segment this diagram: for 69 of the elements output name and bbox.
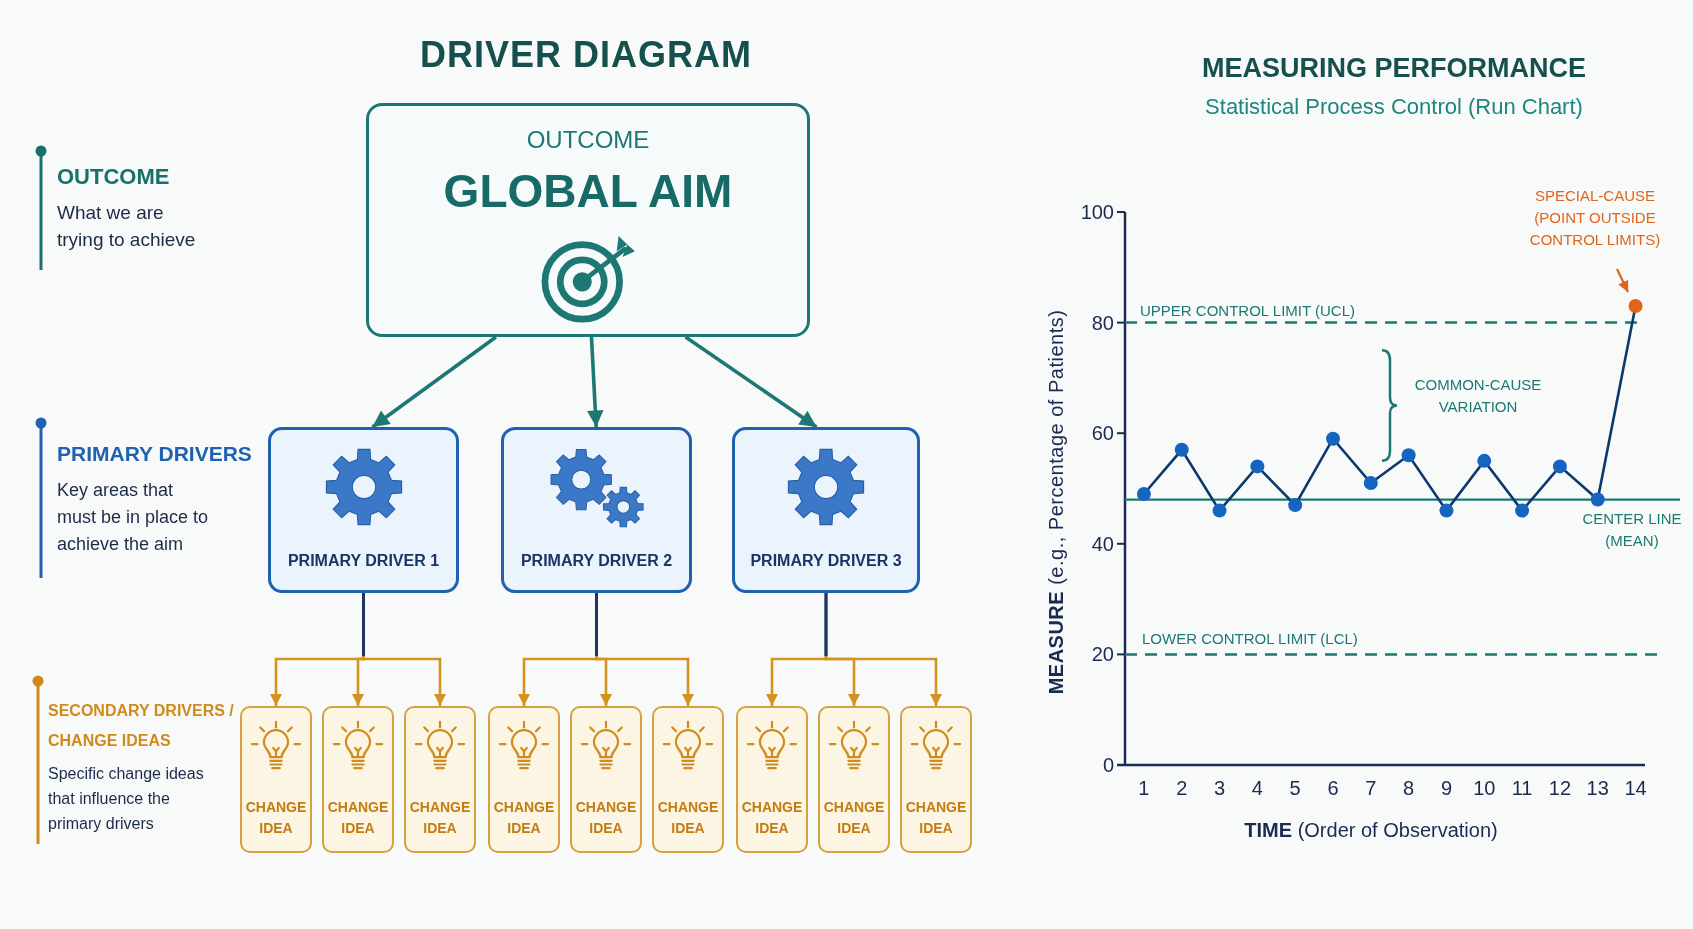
axis-tick-label: 3 [1212,776,1227,801]
diagram-title: DRIVER DIAGRAM [419,33,753,77]
box-title: CHANGE IDEA [822,798,886,838]
idea-card [404,706,476,853]
idea-card [818,706,890,853]
annotation-text: SPECIAL-CAUSE (POINT OUTSIDE CONTROL LIMITS) [1528,186,1662,250]
line-label: CENTER LINE (MEAN) [1581,509,1683,551]
box-title: CHANGE IDEA [244,798,308,838]
driver-box [501,427,692,593]
idea-card [240,706,312,853]
box-title: CHANGE IDEA [656,798,720,838]
chart-subtitle: Statistical Process Control (Run Chart) [1204,93,1584,121]
axis-tick-label: 10 [1472,776,1497,801]
axis-title: MEASURE (e.g., Percentage of Patients) [1044,309,1068,695]
axis-tick-label: 12 [1547,776,1573,801]
driver-box [268,427,459,593]
arrow [595,593,694,706]
box-title: CHANGE IDEA [574,798,638,838]
axis-tick-label: 100 [1079,200,1114,225]
idea-card [488,706,560,853]
axis-tick-label: 11 [1510,776,1534,801]
axis-tick-label: 13 [1585,776,1610,801]
arrow [684,335,818,429]
box-title: CHANGE IDEA [904,798,968,838]
idea-card [736,706,808,853]
section-heading: SECONDARY DRIVERS / CHANGE IDEAS [48,701,235,751]
axis-tick-label: 14 [1623,776,1648,801]
axis-title: TIME (Order of Observation) [1244,818,1498,842]
axis-tick-label: 60 [1090,421,1114,447]
arrow [362,593,446,706]
box-title: PRIMARY DRIVER 3 [750,551,902,571]
driver-box [732,427,920,593]
arrow [587,336,604,428]
outcome-box [366,103,810,337]
axis-tick-label: 1 [1137,776,1151,801]
annotation-text: COMMON-CAUSE VARIATION [1413,375,1543,417]
axis-tick-label: 20 [1090,642,1114,668]
idea-card [570,706,642,853]
idea-card [900,706,972,853]
idea-card [652,706,724,853]
axis-tick-label: 80 [1090,310,1114,336]
axis-tick-label: 5 [1288,776,1302,801]
box-title: CHANGE IDEA [408,798,472,838]
axis-tick-label: 2 [1175,776,1189,801]
line-label: UPPER CONTROL LIMIT (UCL) [1140,302,1356,320]
box-title: PRIMARY DRIVER 1 [287,551,440,571]
section-description: Key areas that must be in place to achieve the aim [57,479,210,556]
axis-tick-label: 9 [1439,776,1453,801]
section-heading: PRIMARY DRIVERS [57,441,252,467]
idea-card [322,706,394,853]
box-title: CHANGE IDEA [326,798,390,838]
arrow [371,335,497,429]
box-title: CHANGE IDEA [492,798,556,838]
box-title: CHANGE IDEA [740,798,804,838]
section-description: What we are trying to achieve [57,201,197,252]
axis-tick-label: 7 [1364,776,1378,801]
box-subtitle: OUTCOME [526,126,650,154]
axis-tick-label: 0 [1101,753,1114,778]
axis-tick-label: 6 [1326,776,1340,801]
box-title: PRIMARY DRIVER 2 [520,551,673,571]
axis-tick-label: 40 [1090,531,1114,557]
line-label: LOWER CONTROL LIMIT (LCL) [1142,630,1358,648]
arrow [824,593,942,706]
axis-tick-label: 8 [1402,776,1416,801]
section-description: Specific change ideas that influence the primary drivers [48,764,205,834]
box-title: GLOBAL AIM [443,164,733,218]
chart-title: MEASURING PERFORMANCE [1201,52,1587,85]
axis-tick-label: 4 [1250,776,1264,801]
section-heading: OUTCOME [57,163,170,191]
